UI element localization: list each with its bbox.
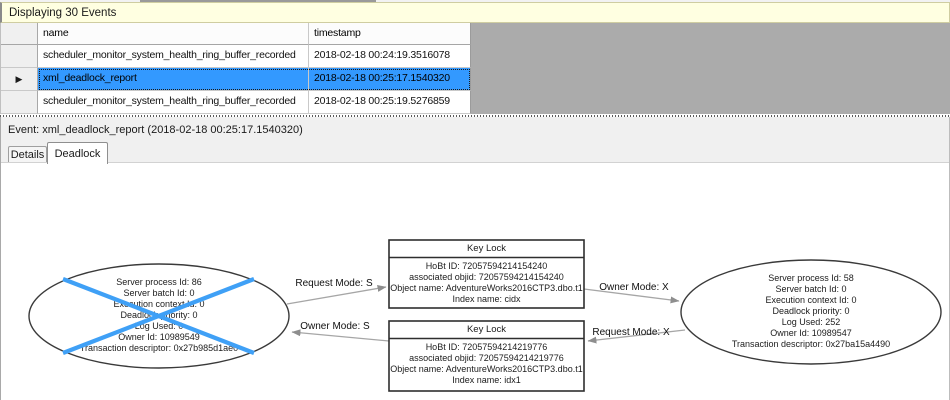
current-row-arrow-icon: ▶ — [15, 73, 23, 84]
grid-header-filler — [471, 23, 950, 45]
tab-deadlock-label: Deadlock — [54, 147, 101, 160]
cell-name[interactable]: scheduler_monitor_system_health_ring_buf… — [38, 45, 309, 68]
table-row[interactable]: scheduler_monitor_system_health_ring_buf… — [1, 91, 950, 114]
events-count-label: Displaying 30 Events — [9, 6, 117, 19]
pane-splitter[interactable] — [0, 114, 950, 117]
edge-owner-s — [291, 329, 390, 342]
row-selector-cell[interactable]: ▶ — [1, 68, 38, 91]
event-title-label: Event: xml_deadlock_report (2018-02-18 0… — [8, 123, 303, 136]
row-selector-cell[interactable] — [1, 45, 38, 68]
edge-label-owner-mode-s: Owner Mode: S — [300, 321, 370, 332]
table-row-selected[interactable]: ▶ xml_deadlock_report 2018-02-18 00:25:1… — [1, 68, 950, 91]
resource-node-top[interactable] — [388, 239, 585, 309]
tab-details-label: Details — [10, 149, 45, 161]
resource-bottom-title: Key Lock — [466, 324, 507, 335]
edge-label-request-mode-s: Request Mode: S — [295, 278, 373, 289]
top-edge-segment — [140, 0, 376, 2]
deadlock-graph-pane: Server process Id: 86 Server batch Id: 0… — [1, 163, 949, 400]
top-edge-strip — [0, 0, 950, 2]
grid-corner-cell[interactable] — [1, 23, 38, 45]
process-details: Server process Id: 58 Server batch Id: 0… — [731, 273, 891, 349]
detail-tabstrip: Details Deadlock — [1, 142, 949, 164]
edge-label-owner-mode-x: Owner Mode: X — [599, 282, 669, 293]
cell-timestamp[interactable]: 2018-02-18 00:25:17.1540320 — [309, 68, 471, 91]
event-title-bar: Event: xml_deadlock_report (2018-02-18 0… — [1, 117, 949, 142]
cell-name[interactable]: scheduler_monitor_system_health_ring_buf… — [38, 91, 309, 114]
resource-node-bottom[interactable] — [388, 320, 585, 392]
cell-name[interactable]: xml_deadlock_report — [38, 68, 309, 91]
edge-label-request-mode-x: Request Mode: X — [592, 327, 670, 338]
resource-bottom-details: HoBt ID: 72057594214219776 associated ob… — [390, 342, 583, 385]
edge-owner-x — [583, 288, 680, 304]
column-header-name[interactable]: name — [38, 23, 309, 45]
events-count-bar: Displaying 30 Events — [0, 2, 950, 23]
grid-header-row: name timestamp — [1, 23, 950, 45]
events-grid: name timestamp scheduler_monitor_system_… — [0, 23, 950, 114]
event-detail-pane: Event: xml_deadlock_report (2018-02-18 0… — [0, 117, 950, 400]
cell-timestamp[interactable]: 2018-02-18 00:24:19.3516078 — [309, 45, 471, 68]
tab-details[interactable]: Details — [8, 146, 47, 163]
resource-top-title: Key Lock — [466, 243, 507, 254]
edge-request-x — [587, 329, 686, 344]
row-selector-cell[interactable] — [1, 91, 38, 114]
edge-request-s — [286, 284, 387, 305]
table-row[interactable]: scheduler_monitor_system_health_ring_buf… — [1, 45, 950, 68]
resource-top-details: HoBt ID: 72057594214154240 associated ob… — [390, 261, 583, 304]
cell-timestamp[interactable]: 2018-02-18 00:25:19.5276859 — [309, 91, 471, 114]
column-header-timestamp[interactable]: timestamp — [309, 23, 471, 45]
tab-deadlock[interactable]: Deadlock — [47, 142, 108, 164]
process-victim-details: Server process Id: 86 Server batch Id: 0… — [79, 277, 239, 353]
process-node[interactable] — [680, 259, 942, 365]
